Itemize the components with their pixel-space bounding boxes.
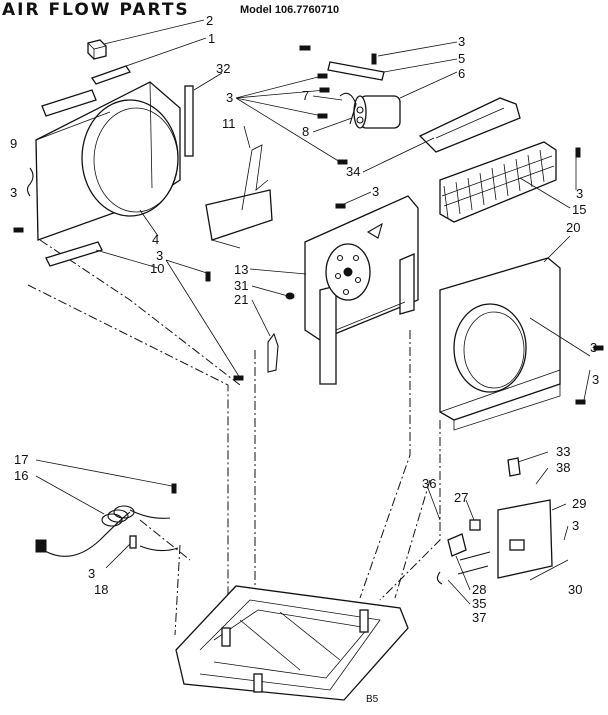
callout-33: 33 bbox=[556, 444, 570, 459]
part-grille-15 bbox=[439, 141, 557, 223]
callout-17: 17 bbox=[14, 452, 28, 467]
leader-lines bbox=[35, 19, 591, 605]
part-top-bar-5 bbox=[299, 45, 385, 81]
callout-35: 35 bbox=[472, 596, 486, 611]
callout-32: 32 bbox=[216, 61, 230, 76]
part-strap-7 bbox=[339, 92, 357, 125]
callout-18: 18 bbox=[94, 582, 108, 597]
callout-3-orifice-low: 3 bbox=[592, 372, 599, 387]
callout-21: 21 bbox=[234, 292, 248, 307]
callout-34: 34 bbox=[346, 164, 360, 179]
reference-code: B5 bbox=[366, 694, 379, 705]
diagram-title: AIR FLOW PARTS bbox=[2, 0, 190, 20]
part-channel-34 bbox=[418, 97, 521, 153]
callout-20: 20 bbox=[566, 220, 580, 235]
callout-5: 5 bbox=[458, 51, 465, 66]
callout-10: 10 bbox=[150, 261, 164, 276]
callout-27: 27 bbox=[454, 490, 468, 505]
callout-3-mid: 3 bbox=[372, 184, 379, 199]
callout-38: 38 bbox=[556, 460, 570, 475]
callout-2: 2 bbox=[206, 13, 213, 28]
callout-4: 4 bbox=[152, 232, 159, 247]
part-strip-1 bbox=[41, 65, 132, 117]
part-motor-mount-13 bbox=[304, 195, 419, 385]
callout-36: 36 bbox=[422, 476, 436, 491]
callout-30: 30 bbox=[568, 582, 582, 597]
callout-29: 29 bbox=[572, 496, 586, 511]
callout-3-top: 3 bbox=[458, 34, 465, 49]
callout-37: 37 bbox=[472, 610, 486, 625]
part-control-bracket-29 bbox=[497, 457, 553, 579]
part-shroud-4 bbox=[35, 81, 181, 241]
callout-9: 9 bbox=[10, 136, 17, 151]
callout-13: 13 bbox=[234, 262, 248, 277]
part-capacitor-6 bbox=[353, 95, 401, 129]
callout-7: 7 bbox=[302, 88, 309, 103]
part-cube-2 bbox=[87, 39, 107, 60]
callout-6: 6 bbox=[458, 66, 465, 81]
callout-3-orifice: 3 bbox=[590, 340, 597, 355]
callout-1: 1 bbox=[208, 31, 215, 46]
callout-3-left: 3 bbox=[226, 90, 233, 105]
callout-15: 15 bbox=[572, 202, 586, 217]
part-seal-32 bbox=[184, 85, 194, 157]
part-orifice-20 bbox=[439, 257, 561, 431]
callout-28: 28 bbox=[472, 582, 486, 597]
part-bracket-11 bbox=[205, 144, 273, 249]
part-base-pan bbox=[175, 585, 409, 701]
part-power-cord-16 bbox=[35, 483, 179, 557]
callout-31: 31 bbox=[234, 278, 248, 293]
callout-labels: 2 1 32 3 5 6 7 3 8 34 9 3 11 3 3 15 4 3 … bbox=[10, 13, 599, 625]
callout-3-right: 3 bbox=[576, 186, 583, 201]
model-number: Model 106.7760710 bbox=[240, 4, 339, 16]
part-clip-21 bbox=[267, 332, 279, 373]
callout-3-control: 3 bbox=[572, 518, 579, 533]
part-nut-31 bbox=[285, 292, 295, 300]
callout-16: 16 bbox=[14, 468, 28, 483]
part-clip-9 bbox=[26, 167, 34, 197]
screws-group bbox=[13, 73, 604, 405]
part-strip-10 bbox=[45, 241, 103, 267]
callout-3-lower: 3 bbox=[156, 248, 163, 263]
callout-11: 11 bbox=[222, 116, 236, 131]
callout-3-side: 3 bbox=[10, 185, 17, 200]
callout-3-cord: 3 bbox=[88, 566, 95, 581]
callout-8: 8 bbox=[302, 124, 309, 139]
